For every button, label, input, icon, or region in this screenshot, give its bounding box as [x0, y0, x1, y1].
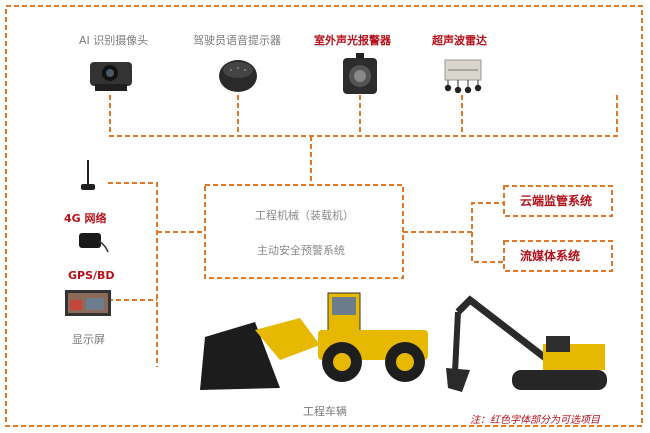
antenna-icon — [81, 160, 95, 190]
left-vertical — [108, 182, 158, 367]
speaker-icon — [219, 60, 257, 92]
radar-icon — [444, 59, 482, 94]
cloud-label: 云端监管系统 — [520, 194, 593, 208]
top-bus-line — [109, 95, 618, 137]
center-line1: 工程机械（装载机） — [255, 209, 354, 222]
ai-camera-label: AI 识别摄像头 — [79, 34, 149, 47]
display-label: 显示屏 — [72, 333, 105, 346]
alarm-icon — [343, 53, 377, 94]
vehicle-label: 工程车辆 — [303, 405, 347, 418]
monitor-icon — [65, 290, 111, 316]
stream-label: 流媒体系统 — [520, 249, 581, 263]
excavator-icon — [446, 295, 607, 392]
stream-box-border — [503, 240, 613, 272]
alarm-label: 室外声光报警器 — [314, 34, 391, 47]
center-box-border — [204, 184, 404, 279]
cloud-box-border — [503, 185, 613, 217]
right-top — [403, 202, 504, 233]
gps-label: GPS/BD — [68, 269, 115, 282]
optional-note: 注：红色字体部分为可选项目 — [470, 415, 600, 426]
right-bottom — [471, 232, 504, 263]
gps-module-icon — [79, 233, 109, 253]
radar-label: 超声波雷达 — [432, 34, 487, 47]
loader-icon — [200, 292, 428, 390]
voice-prompter-label: 驾驶员语音提示器 — [193, 34, 281, 47]
camera-icon — [90, 62, 132, 91]
center-line2: 主动安全预警系统 — [257, 244, 345, 257]
network-label: 4G 网络 — [64, 212, 107, 225]
